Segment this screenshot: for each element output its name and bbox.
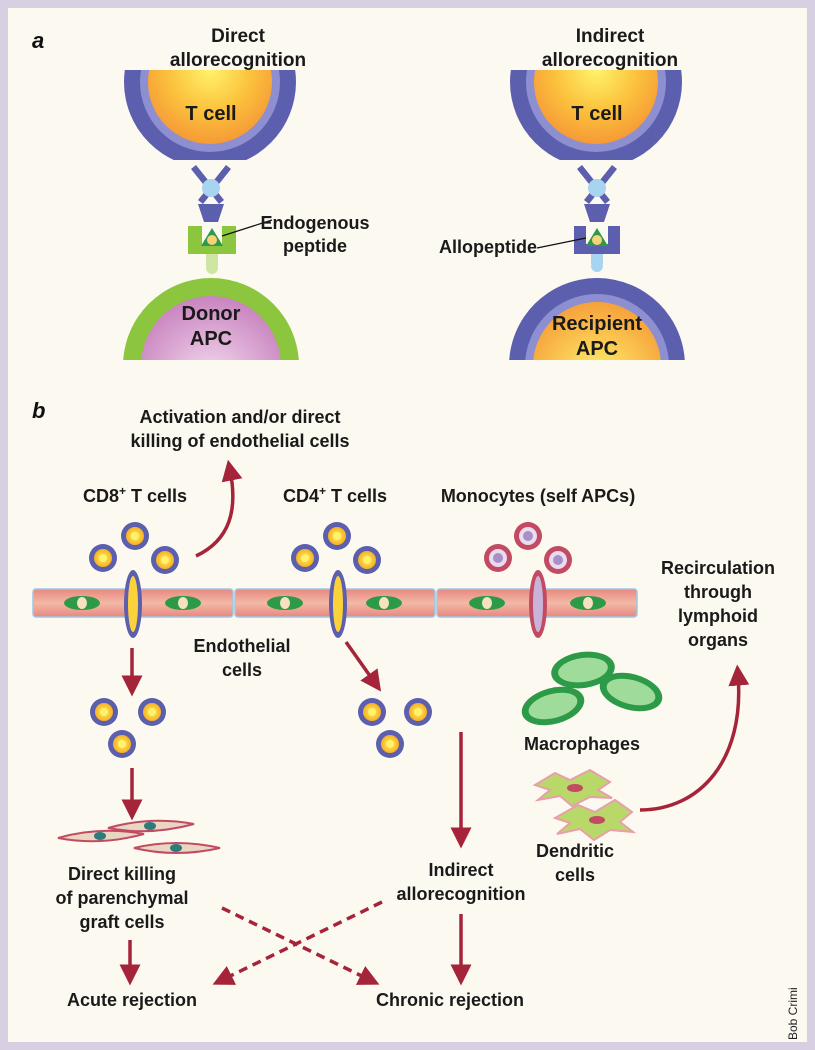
donor-apc <box>123 278 299 360</box>
cd8-label: CD8+ T cells <box>83 484 187 506</box>
indirect-tcr <box>577 165 617 222</box>
direct-mhc <box>188 226 236 274</box>
donor-apc-label-2: APC <box>190 328 232 350</box>
arrow-to-activation <box>195 459 243 558</box>
allopeptide-pointer <box>536 237 587 249</box>
monocytes-top <box>484 522 572 574</box>
panel-b-letter: b <box>32 398 45 423</box>
recirc-label-2: through <box>684 582 752 602</box>
macrophages <box>521 651 663 726</box>
endothelial-nuclei <box>64 596 606 610</box>
recirc-label-3: lymphoid <box>678 606 758 626</box>
cd4-t-cells-bottom <box>358 698 432 758</box>
indirect-title-1: Indirect <box>576 26 645 47</box>
cd4-t-cells-top <box>291 522 381 574</box>
indirect-title-2: allorecognition <box>542 50 678 71</box>
recirc-label-4: organs <box>688 630 748 650</box>
artist-credit: Bob Crimi <box>786 987 800 1040</box>
endothelial-label-1: Endothelial <box>193 636 290 656</box>
panel-a-letter: a <box>32 28 44 53</box>
endothelial-label-2: cells <box>222 660 262 680</box>
endogenous-label-1: Endogenous <box>261 213 370 233</box>
dendritic-label-2: cells <box>555 865 595 885</box>
direct-title-1: Direct <box>211 26 266 47</box>
dendritic-cells <box>532 768 637 842</box>
direct-t-cell-label: T cell <box>185 103 236 125</box>
direct-peptide-pointer <box>221 219 273 237</box>
direct-kill-label-3: graft cells <box>79 912 164 932</box>
direct-kill-label-2: of parenchymal <box>55 888 188 908</box>
recipient-apc-label-1: Recipient <box>552 313 642 335</box>
donor-apc-label-1: Donor <box>182 303 241 325</box>
chronic-rejection-label: Chronic rejection <box>376 990 524 1010</box>
direct-t-cell <box>124 70 296 160</box>
direct-tcr <box>191 165 231 222</box>
indirect-label-1: Indirect <box>428 860 493 880</box>
dashed-arrow-to-acute <box>212 900 383 985</box>
activation-label-1: Activation and/or direct <box>139 407 340 427</box>
recipient-apc <box>509 278 685 360</box>
indirect-label-2: allorecognition <box>396 884 525 904</box>
recipient-apc-label-2: APC <box>576 338 618 360</box>
recirc-label-1: Recirculation <box>661 558 775 578</box>
indirect-t-cell-label: T cell <box>571 103 622 125</box>
dendritic-label-1: Dendritic <box>536 841 614 861</box>
cd8-t-cells-top <box>89 522 179 574</box>
arrow-to-recirculation <box>639 664 750 812</box>
monocytes-label: Monocytes (self APCs) <box>441 486 635 506</box>
acute-rejection-label: Acute rejection <box>67 990 197 1010</box>
arrow-cd4-down <box>344 640 382 692</box>
macrophages-label: Macrophages <box>524 734 640 754</box>
direct-title-2: allorecognition <box>170 50 306 71</box>
activation-label-2: killing of endothelial cells <box>130 431 349 451</box>
cd8-t-cells-bottom <box>90 698 166 758</box>
endogenous-label-2: peptide <box>283 236 347 256</box>
allopeptide-label: Allopeptide <box>439 237 537 257</box>
parenchymal-graft-cells <box>57 819 221 854</box>
indirect-mhc <box>574 226 620 272</box>
direct-kill-label-1: Direct killing <box>68 864 176 884</box>
indirect-t-cell <box>510 70 682 160</box>
cd4-label: CD4+ T cells <box>283 484 387 506</box>
